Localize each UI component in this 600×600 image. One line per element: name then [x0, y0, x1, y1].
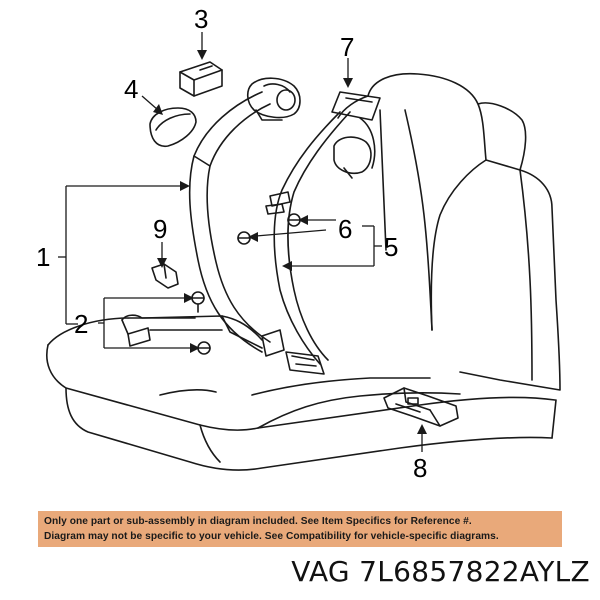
callout-2: 2 — [74, 309, 88, 339]
callout-3: 3 — [194, 4, 208, 34]
cover-part-4 — [149, 107, 197, 148]
clip-part-9 — [151, 263, 179, 289]
diagram-notice-banner: Only one part or sub-assembly in diagram… — [38, 511, 562, 547]
callout-4: 4 — [124, 74, 138, 104]
bracket-part-3 — [179, 61, 223, 97]
left-belt-assembly — [188, 77, 301, 357]
callout-8: 8 — [413, 453, 427, 483]
seat-back — [337, 72, 561, 391]
part-number-label: VAG 7L6857822AYLZ — [291, 555, 590, 588]
seat-belt-diagram: 1 2 3 4 5 6 7 8 9 — [36, 4, 561, 483]
seat-cushion — [46, 317, 557, 471]
callout-7: 7 — [340, 32, 354, 62]
callout-9: 9 — [153, 214, 167, 244]
bolts-part-6 — [237, 213, 301, 245]
callout-6: 6 — [338, 214, 352, 244]
callout-1: 1 — [36, 242, 50, 272]
buckle-mount-part-8 — [383, 387, 459, 427]
callout-5: 5 — [384, 232, 398, 262]
notice-line-2: Diagram may not be specific to your vehi… — [44, 531, 499, 542]
right-belt-assembly — [265, 91, 381, 375]
notice-line-1: Only one part or sub-assembly in diagram… — [44, 516, 472, 527]
